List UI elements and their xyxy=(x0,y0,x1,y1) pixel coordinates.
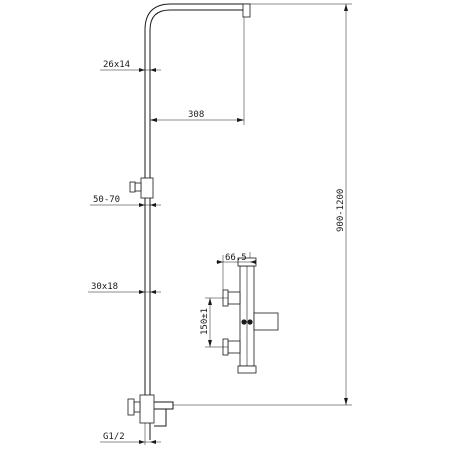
dimension-pipe-upper: 26x14 xyxy=(100,60,161,72)
label-inlet-spacing: 150±1 xyxy=(200,308,210,335)
dimension-arm-length: 308 xyxy=(150,17,245,125)
dimension-thread: G1/2 xyxy=(100,423,161,445)
shower-column xyxy=(144,3,251,395)
label-arm-length: 308 xyxy=(188,110,204,120)
dimension-valve-depth: 66.5 xyxy=(216,252,256,290)
label-valve-depth: 66.5 xyxy=(225,253,247,263)
label-total-height: 900-1200 xyxy=(336,189,346,232)
dimension-pipe-lower: 30x18 xyxy=(88,282,161,294)
hand-shower-holder xyxy=(129,177,154,199)
label-pipe-lower: 30x18 xyxy=(91,282,118,292)
control-dot-lower xyxy=(247,319,253,325)
label-pipe-upper: 26x14 xyxy=(103,60,130,70)
dimension-inlet-spacing: 150±1 xyxy=(200,297,228,348)
control-dot-upper xyxy=(241,319,247,325)
diverter-spout xyxy=(127,394,174,440)
label-thread: G1/2 xyxy=(103,432,125,442)
dimension-total-height: 900-1200 xyxy=(173,3,352,406)
label-holder-range: 50-70 xyxy=(93,195,120,205)
thermostatic-valve xyxy=(222,257,279,374)
dimension-holder-range: 50-70 xyxy=(90,195,161,207)
